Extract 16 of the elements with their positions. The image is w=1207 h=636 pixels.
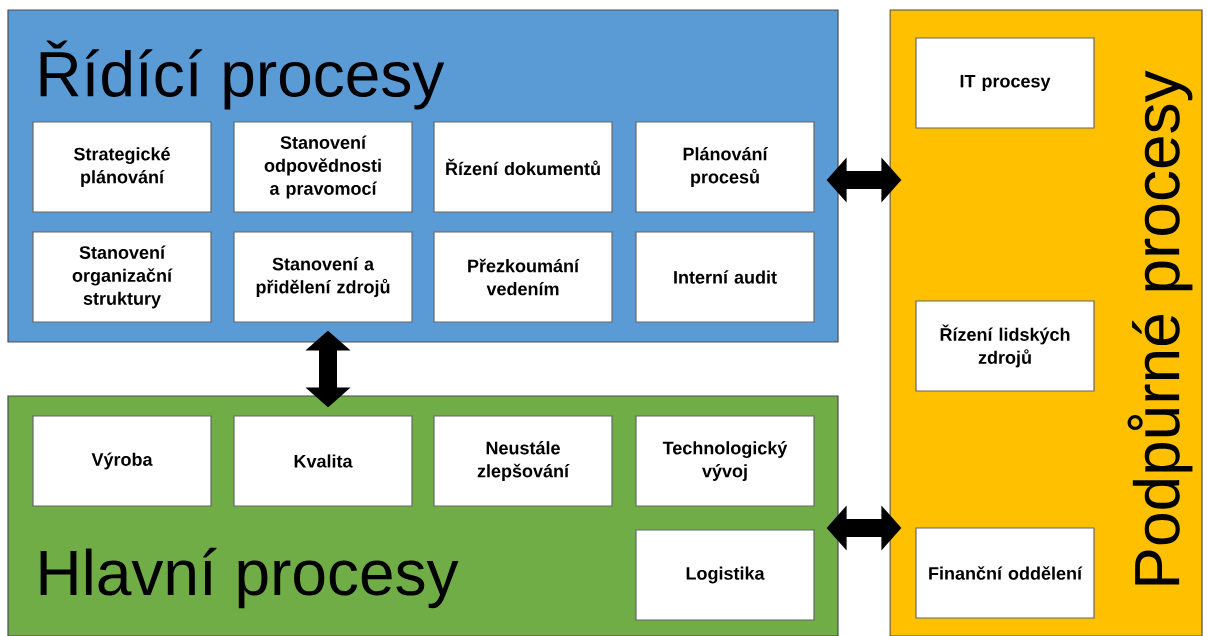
- process-box: Neustále zlepšování: [433, 415, 613, 507]
- process-box: Řízení lidských zdrojů: [915, 300, 1095, 392]
- process-box: Stanovení organizační struktury: [32, 231, 212, 323]
- process-box: Technologický vývoj: [635, 415, 815, 507]
- process-box: Interní audit: [635, 231, 815, 323]
- process-box: Logistika: [635, 529, 815, 621]
- process-box: Výroba: [32, 415, 212, 507]
- process-box: Stanovení a přidělení zdrojů: [233, 231, 413, 323]
- process-box: Plánování procesů: [635, 121, 815, 213]
- process-box: Přezkoumání vedením: [433, 231, 613, 323]
- process-box: Kvalita: [233, 415, 413, 507]
- process-box: Stanovení odpovědnosti a pravomocí: [233, 121, 413, 213]
- process-box: Finanční oddělení: [915, 527, 1095, 619]
- process-box: IT procesy: [915, 37, 1095, 129]
- process-box: Řízení dokumentů: [433, 121, 613, 213]
- process-box: Strategické plánování: [32, 121, 212, 213]
